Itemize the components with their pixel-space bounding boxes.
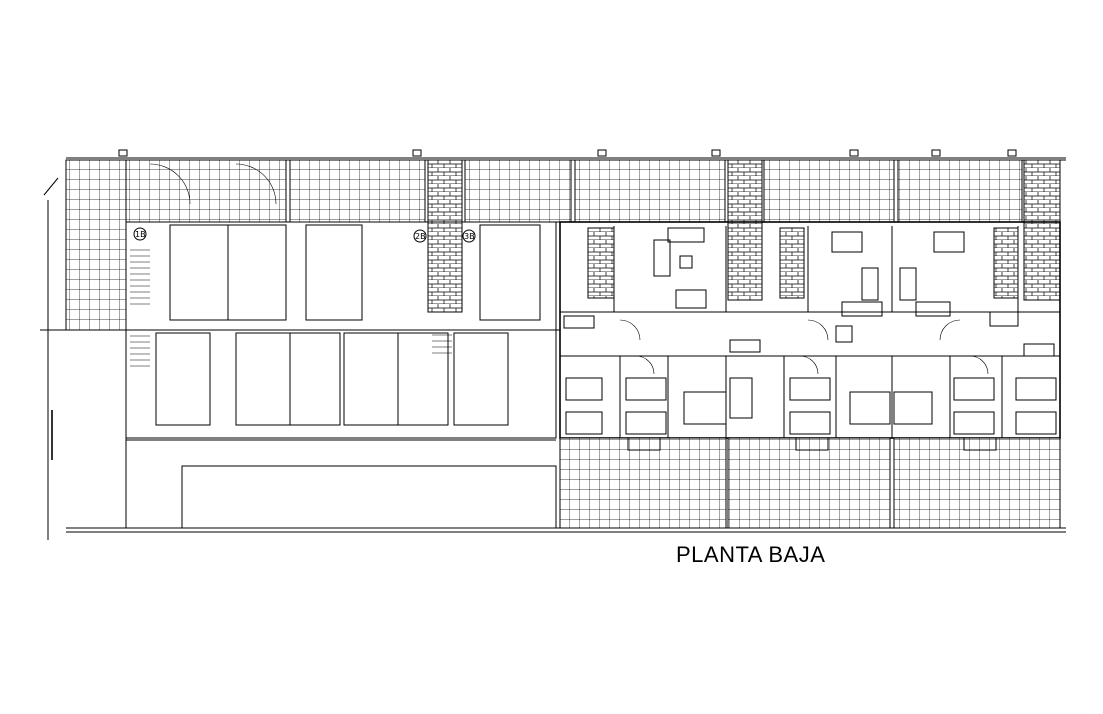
stair-tag-3: [462, 229, 476, 243]
tiled-terraces-bottom: [559, 437, 1061, 529]
svg-text:2B: 2B: [415, 232, 426, 241]
stair-tags: 1B 2B 3B: [133, 227, 476, 243]
svg-text:1B: 1B: [135, 230, 146, 239]
brick-bands: [427, 159, 1061, 313]
parking-area: [125, 221, 557, 529]
tiled-terraces-top: [65, 159, 1023, 331]
stair-tag-2: [413, 229, 427, 243]
stair-tag-1: [133, 227, 147, 241]
svg-text:3B: 3B: [464, 232, 475, 241]
column-markers: [118, 149, 1017, 157]
drawing-title: PLANTA BAJA: [676, 542, 826, 567]
